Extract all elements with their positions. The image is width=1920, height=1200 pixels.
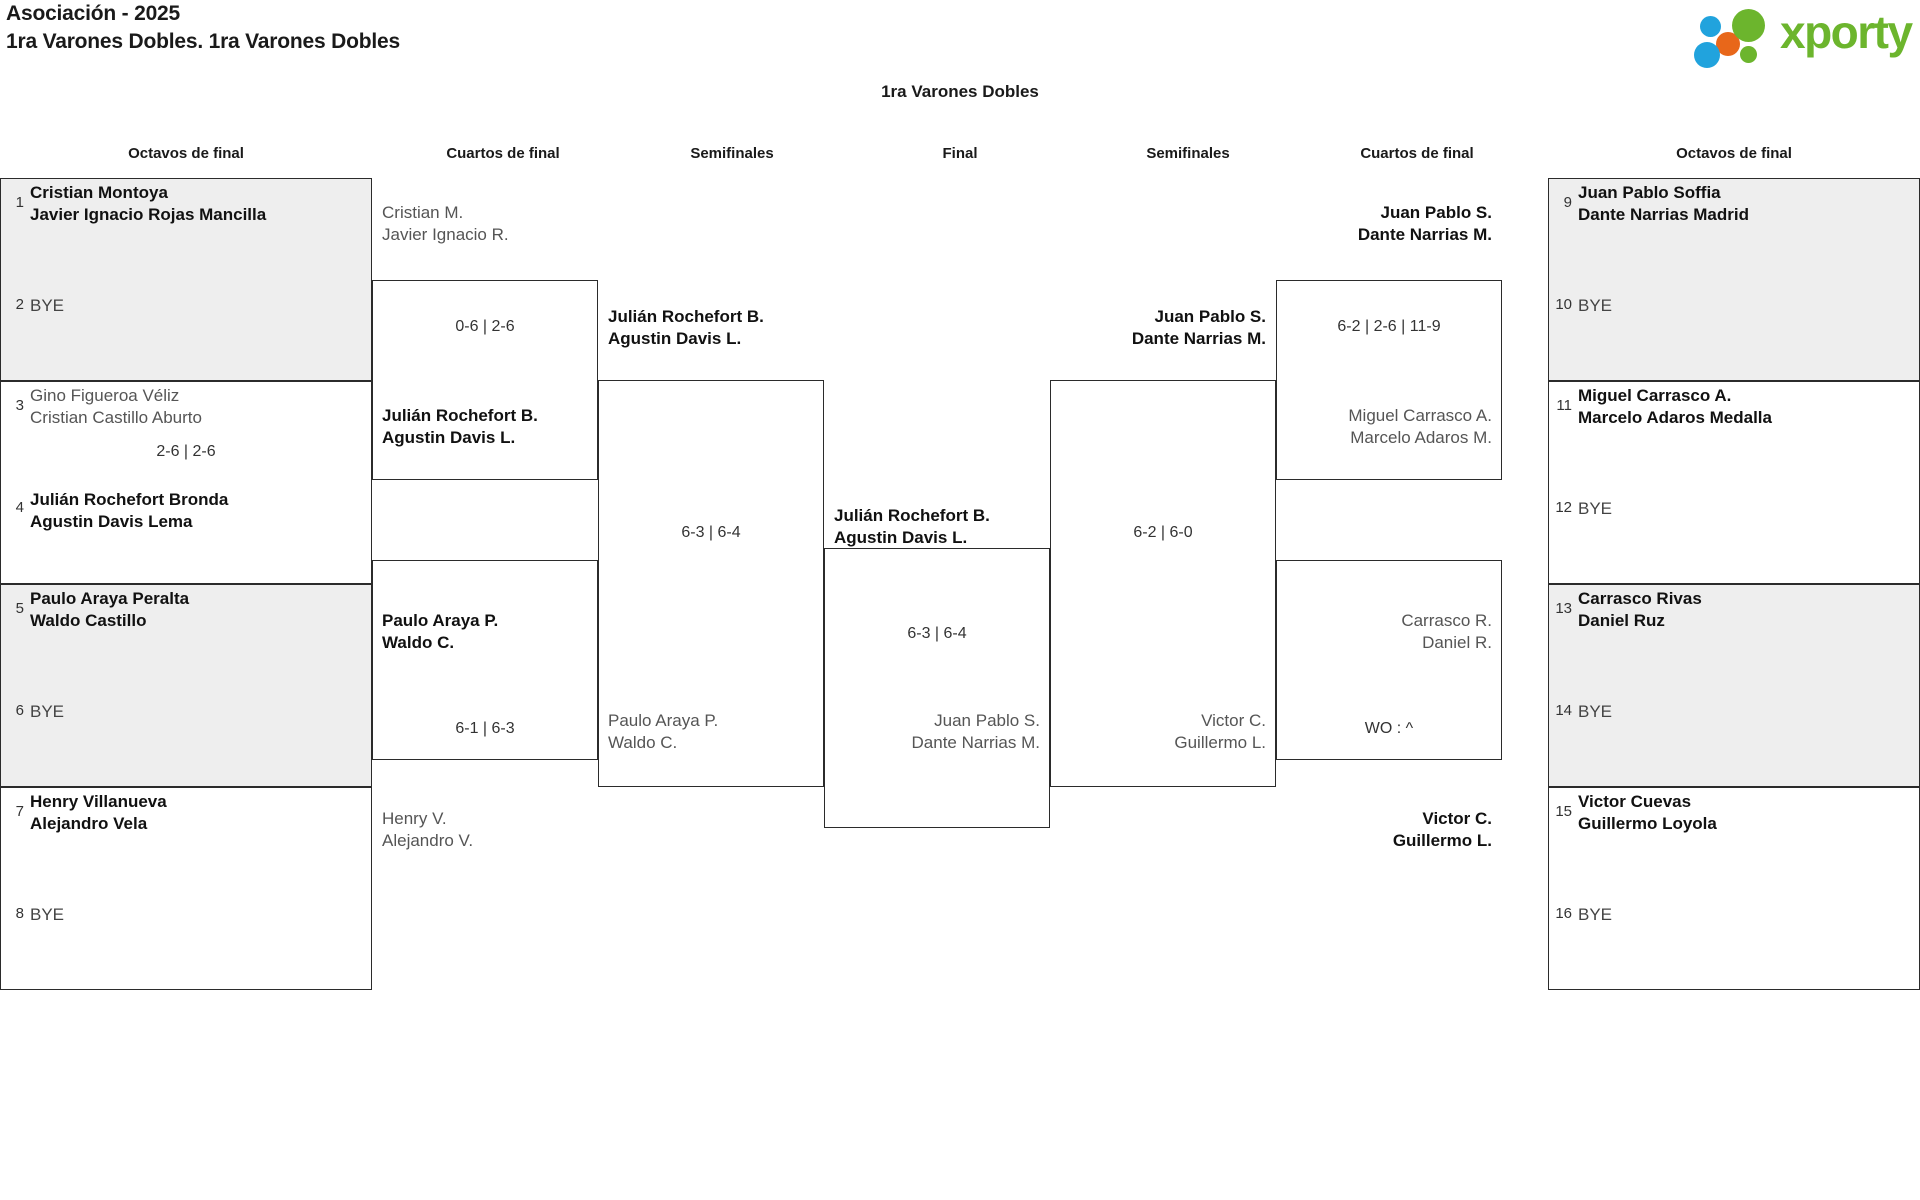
bye-label: BYE [1578,499,1613,518]
qf-player-names-top: Cristian M.Javier Ignacio R. [382,203,509,244]
sf-player-names-bottom: Victor C.Guillermo L. [1174,711,1266,752]
round-header-right-sf: Semifinales [1146,145,1230,162]
page-title: Asociación - 2025 [6,2,181,25]
qf-player-names-bottom: Julián Rochefort B.Agustin Davis L. [382,406,538,447]
seed-number: 14 [1555,702,1572,719]
bye-label: BYE [1578,905,1613,924]
r16-match-box-left-4[interactable] [0,787,372,990]
seed-number: 16 [1555,905,1572,922]
final-player-names-top: Julián Rochefort B.Agustin Davis L. [834,506,990,547]
seed-number: 1 [15,194,24,211]
round-header-right-qf: Cuartos de final [1360,145,1474,162]
round-header-left-r16: Octavos de final [128,145,244,162]
seed-number: 15 [1555,803,1572,820]
sf-match-score: 6-2 | 6-0 [1133,524,1193,541]
seed-number: 2 [15,296,24,313]
qf-match-box-left-1[interactable] [372,280,598,480]
qf-player-names-bottom: Henry V.Alejandro V. [382,809,474,850]
logo-wordmark: xporty [1780,6,1913,58]
logo-dot-green-small [1740,46,1757,63]
round-header-final: Final [942,145,978,162]
r16-match-box-right-3[interactable] [1548,584,1920,787]
draw-title: 1ra Varones Dobles [881,82,1039,101]
bye-label: BYE [1578,702,1613,721]
r16-match-box-left-2[interactable] [0,381,372,584]
final-match-score: 6-3 | 6-4 [907,625,967,642]
page-subtitle: 1ra Varones Dobles. 1ra Varones Dobles [6,30,400,53]
seed-number: 6 [15,702,24,719]
r16-match-box-left-3[interactable] [0,584,372,787]
qf-player-names-bottom: Miguel Carrasco A.Marcelo Adaros M. [1348,406,1492,447]
sf-player-names-top: Julián Rochefort B.Agustin Davis L. [608,307,764,348]
r16-match-box-right-2[interactable] [1548,381,1920,584]
qf-player-names-top: Paulo Araya P.Waldo C. [382,611,499,652]
r16-match-box-left-1[interactable] [0,178,372,381]
final-match-box[interactable] [824,548,1050,828]
seed-number: 12 [1555,499,1572,516]
sf-match-score: 6-3 | 6-4 [681,524,741,541]
logo-dot-green-big [1732,9,1765,42]
xporty-logo: xporty [1692,4,1913,68]
seed-number: 11 [1556,397,1572,414]
sf-player-names-bottom: Paulo Araya P.Waldo C. [608,711,719,752]
seed-number: 5 [15,600,24,617]
r16-match-box-right-1[interactable] [1548,178,1920,381]
round-header-left-sf: Semifinales [690,145,774,162]
qf-player-names-top: Juan Pablo S.Dante Narrias M. [1357,203,1492,244]
seed-number: 9 [1563,194,1572,211]
qf-match-box-right-1[interactable] [1276,280,1502,480]
logo-dot-blue-top [1700,16,1721,37]
qf-player-names-top: Carrasco R.Daniel R. [1401,611,1492,652]
r16-match-box-right-4[interactable] [1548,787,1920,990]
qf-match-box-right-2[interactable] [1276,560,1502,760]
sf-match-box-right-1[interactable] [1050,380,1276,787]
qf-match-score: WO : ^ [1364,720,1414,737]
qf-match-box-left-2[interactable] [372,560,598,760]
qf-match-score: 6-1 | 6-3 [455,720,515,737]
seed-number: 3 [15,397,24,414]
seed-number: 8 [15,905,24,922]
qf-match-score: 0-6 | 2-6 [455,318,515,335]
sf-player-names-top: Juan Pablo S.Dante Narrias M. [1131,307,1266,348]
seed-number: 13 [1555,600,1572,617]
seed-number: 7 [15,803,24,820]
seed-number: 10 [1555,296,1572,313]
bye-label: BYE [30,296,65,315]
bye-label: BYE [1578,296,1613,315]
logo-dot-blue-bottom [1694,42,1720,68]
bye-label: BYE [30,905,65,924]
round-header-right-r16: Octavos de final [1676,145,1792,162]
bye-label: BYE [30,702,65,721]
round-header-left-qf: Cuartos de final [446,145,560,162]
final-player-names-bottom: Juan Pablo S.Dante Narrias M. [911,711,1040,752]
seed-number: 4 [15,499,24,516]
match-score: 2-6 | 2-6 [156,443,216,460]
qf-player-names-bottom: Victor C.Guillermo L. [1392,809,1492,850]
player-names-top: Miguel Carrasco A.Marcelo Adaros Medalla [1578,386,1772,427]
sf-match-box-left-1[interactable] [598,380,824,787]
qf-match-score: 6-2 | 2-6 | 11-9 [1337,318,1441,335]
